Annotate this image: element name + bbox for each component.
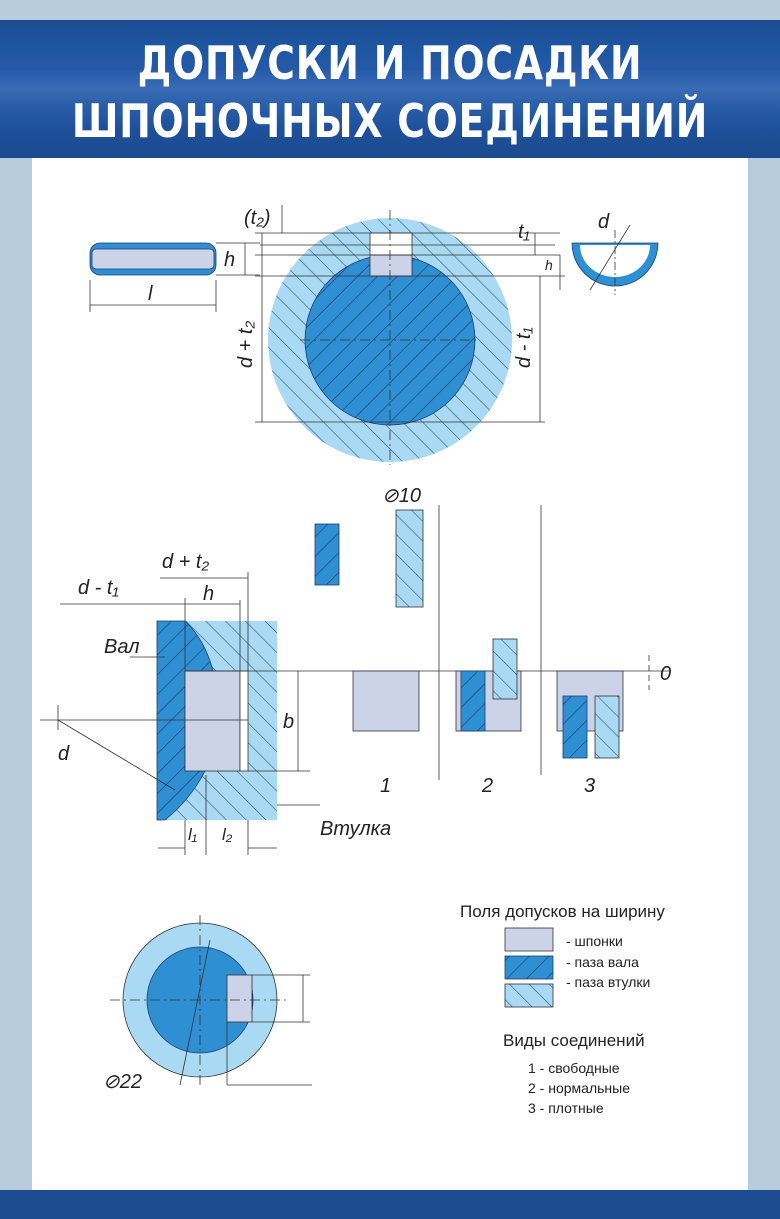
label-column-2: 2 [481,775,493,797]
footer-band [0,1190,780,1219]
connection-normal: 2 - нормальные [528,1080,630,1096]
label-l1: l₁ [188,825,197,844]
bottom-cross-section [110,915,312,1086]
label-column-1: 1 [380,775,391,797]
label-diameter-22: ⊘22 [103,1071,142,1093]
label-d-segment: d [598,211,610,233]
label-d-minus-t1-vertical: d - t₁ [513,327,535,368]
label-h-right: h [545,257,553,273]
label-t1: t₁ [518,221,530,243]
connection-free: 1 - свободные [528,1060,620,1076]
label-d-plus-t2: d + t₂ [162,551,209,573]
legend-swatch-shaft-slot [504,955,554,980]
segment-key [571,224,659,295]
key-joint-section [40,572,670,855]
connection-tight: 3 - плотные [528,1100,604,1116]
title-banner: ДОПУСКИ И ПОСАДКИ ШПОНОЧНЫХ СОЕДИНЕНИЙ [0,20,780,158]
label-d-minus-t1: d - t₁ [78,577,119,599]
label-hub: Втулка [320,818,391,840]
label-d: d [58,743,70,765]
legend-title: Поля допусков на ширину [460,902,665,921]
title-line-2: ШПОНОЧНЫХ СОЕДИНЕНИЙ [71,94,709,148]
shaft-hub-cross-section [255,205,565,465]
label-diameter-10: ⊘10 [382,485,421,507]
legend-item-shaft-slot: - паза вала [566,954,639,970]
label-column-3: 3 [584,775,595,797]
label-d-plus-t2-vertical: d + t₂ [235,321,257,368]
legend-item-hub-slot: - паза втулки [566,974,650,990]
label-b: b [283,711,294,733]
label-h-left: h [224,249,235,271]
legend-item-key: - шпонки [566,933,623,949]
flat-key-side [89,242,260,312]
tolerance-fields [314,505,650,780]
connections-title: Виды соединений [503,1031,645,1050]
label-zero-line: 0 [660,663,671,685]
label-l: l [148,283,153,305]
title-line-1: ДОПУСКИ И ПОСАДКИ [137,36,643,90]
label-l2: l₂ [222,825,233,844]
label-t2: (t₂) [244,207,271,229]
label-h: h [203,583,214,605]
legend-swatch-hub-slot [504,983,554,1008]
legend-swatch-key [504,927,554,952]
label-shaft: Вал [104,636,140,658]
